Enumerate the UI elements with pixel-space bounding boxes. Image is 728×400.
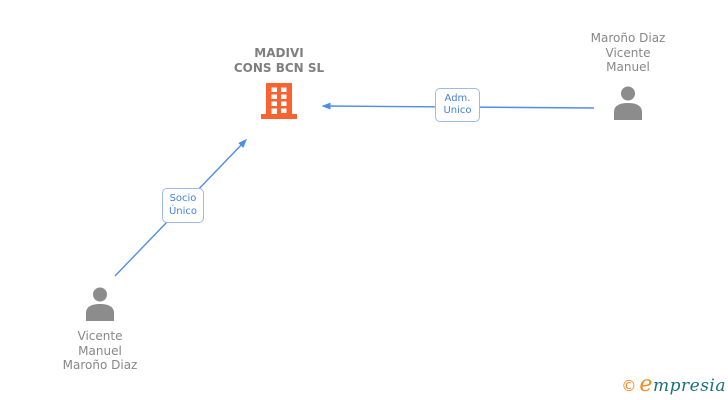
company-name-line2: CONS BCN SL (233, 61, 325, 75)
edge-label-adm-unico[interactable]: Adm. Unico (435, 88, 480, 122)
company-node[interactable]: MADIVI CONS BCN SL (179, 46, 379, 123)
company-name: MADIVI CONS BCN SL (179, 46, 379, 76)
person-node-bottom-left[interactable]: Vicente Manuel Maroño Diaz (0, 287, 200, 373)
person-icon (612, 86, 644, 124)
person-node-top-right[interactable]: Maroño Diaz Vicente Manuel (528, 31, 728, 124)
building-icon (260, 83, 298, 123)
edge-label-socio-unico[interactable]: Socio Único (162, 188, 204, 223)
empresia-logo[interactable]: ©empresia (621, 371, 726, 397)
person-name-top-right: Maroño Diaz Vicente Manuel (590, 31, 666, 74)
company-name-line1: MADIVI (254, 46, 304, 60)
person-icon (84, 287, 116, 325)
empresia-brand-text: empresia (639, 371, 726, 397)
copyright-icon: © (621, 377, 637, 395)
person-name-bottom-left: Vicente Manuel Maroño Diaz (62, 329, 138, 372)
